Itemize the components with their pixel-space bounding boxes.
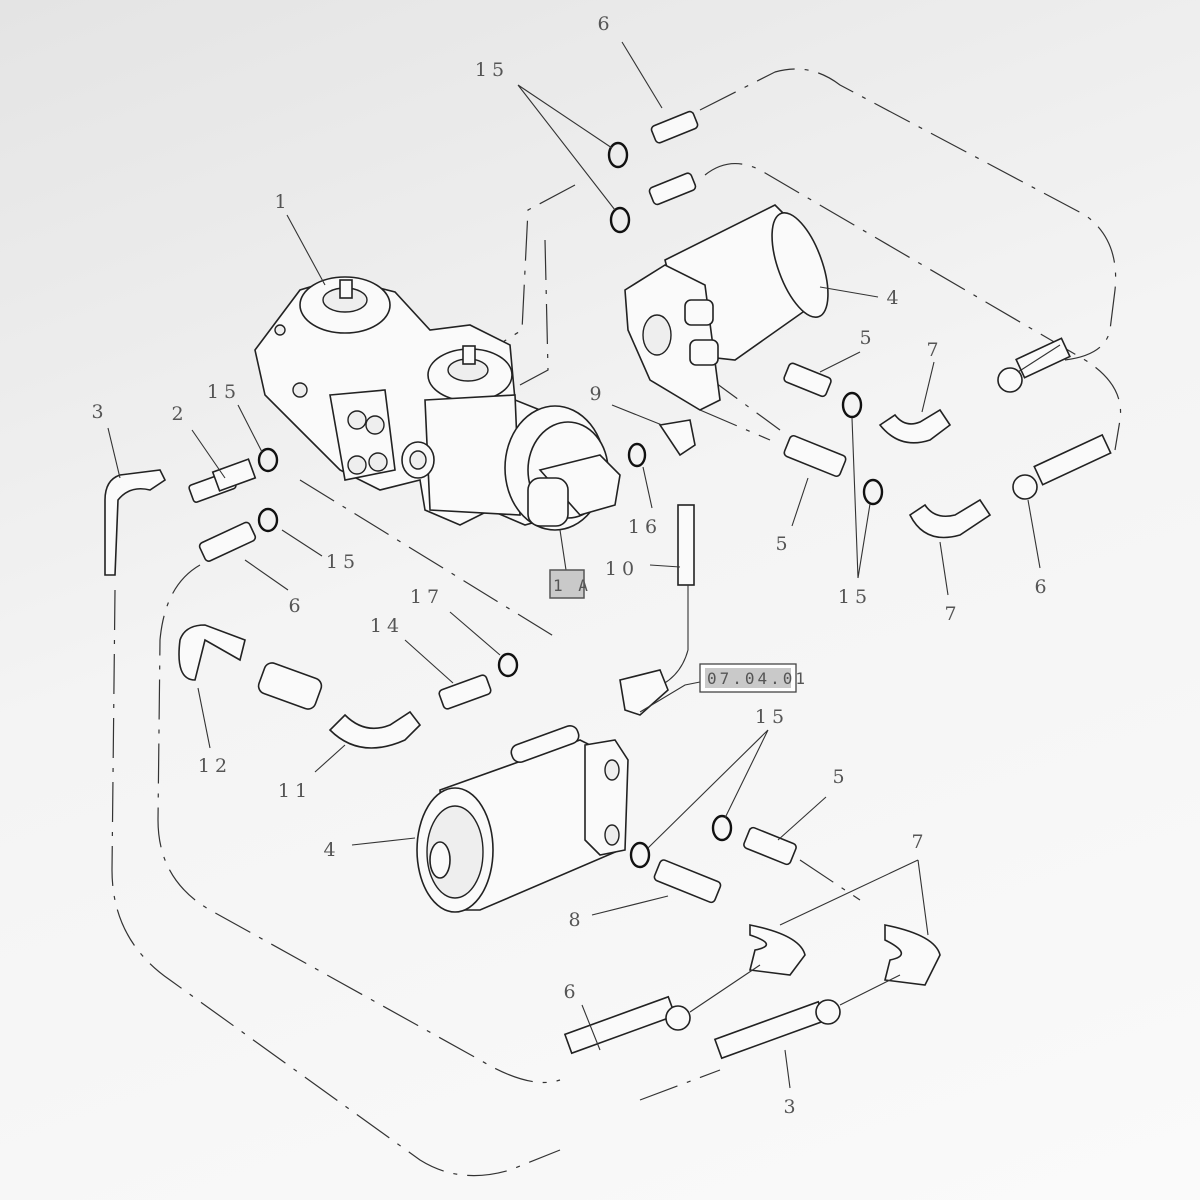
hydraulic-pump-1 [254,276,621,531]
callout-15: 15 [475,59,509,81]
callout-1: 1 [274,191,291,213]
callout-10: 10 [605,558,639,580]
callout-5: 5 [859,327,876,349]
callout-6: 6 [288,595,305,617]
leader-lines [107,41,1041,1089]
callout-6: 6 [597,13,614,35]
reference-07-04-01-label: 07.04.01 [707,669,808,688]
reference-box-07-04-01[interactable]: 07.04.01 [699,663,808,693]
callout-2: 2 [171,403,188,425]
callout-3: 3 [783,1096,800,1118]
callout-6: 6 [563,981,580,1003]
callout-9: 9 [589,383,606,405]
o-rings [257,141,884,869]
callout-7: 7 [944,603,961,625]
callout-5: 5 [832,766,849,788]
callout-14: 14 [370,615,404,637]
callout-15: 15 [838,586,872,608]
reference-box-1a[interactable]: 1 A [549,569,591,599]
hydraulic-motor-4-lower [416,725,629,913]
callout-8: 8 [568,909,585,931]
reference-1a-label: 1 A [553,576,591,595]
callout-4: 4 [886,287,903,309]
fittings [104,110,1112,1060]
callout-4: 4 [323,839,340,861]
hose-routes [111,68,1122,1177]
callout-3: 3 [91,401,108,423]
callout-15: 15 [207,381,241,403]
callout-7: 7 [911,831,928,853]
callout-17: 17 [410,586,444,608]
callout-12: 12 [198,755,232,777]
callout-labels: 6 15 1 15 2 3 9 16 10 1 A 4 5 7 5 15 7 6… [91,13,1051,1118]
callout-11: 11 [278,780,312,802]
callout-6: 6 [1034,576,1051,598]
callout-5: 5 [775,533,792,555]
callout-16: 16 [628,516,662,538]
callout-7: 7 [926,339,943,361]
callout-15: 15 [326,551,360,573]
callout-15: 15 [755,706,789,728]
hydraulic-motor-4-upper [624,204,829,411]
